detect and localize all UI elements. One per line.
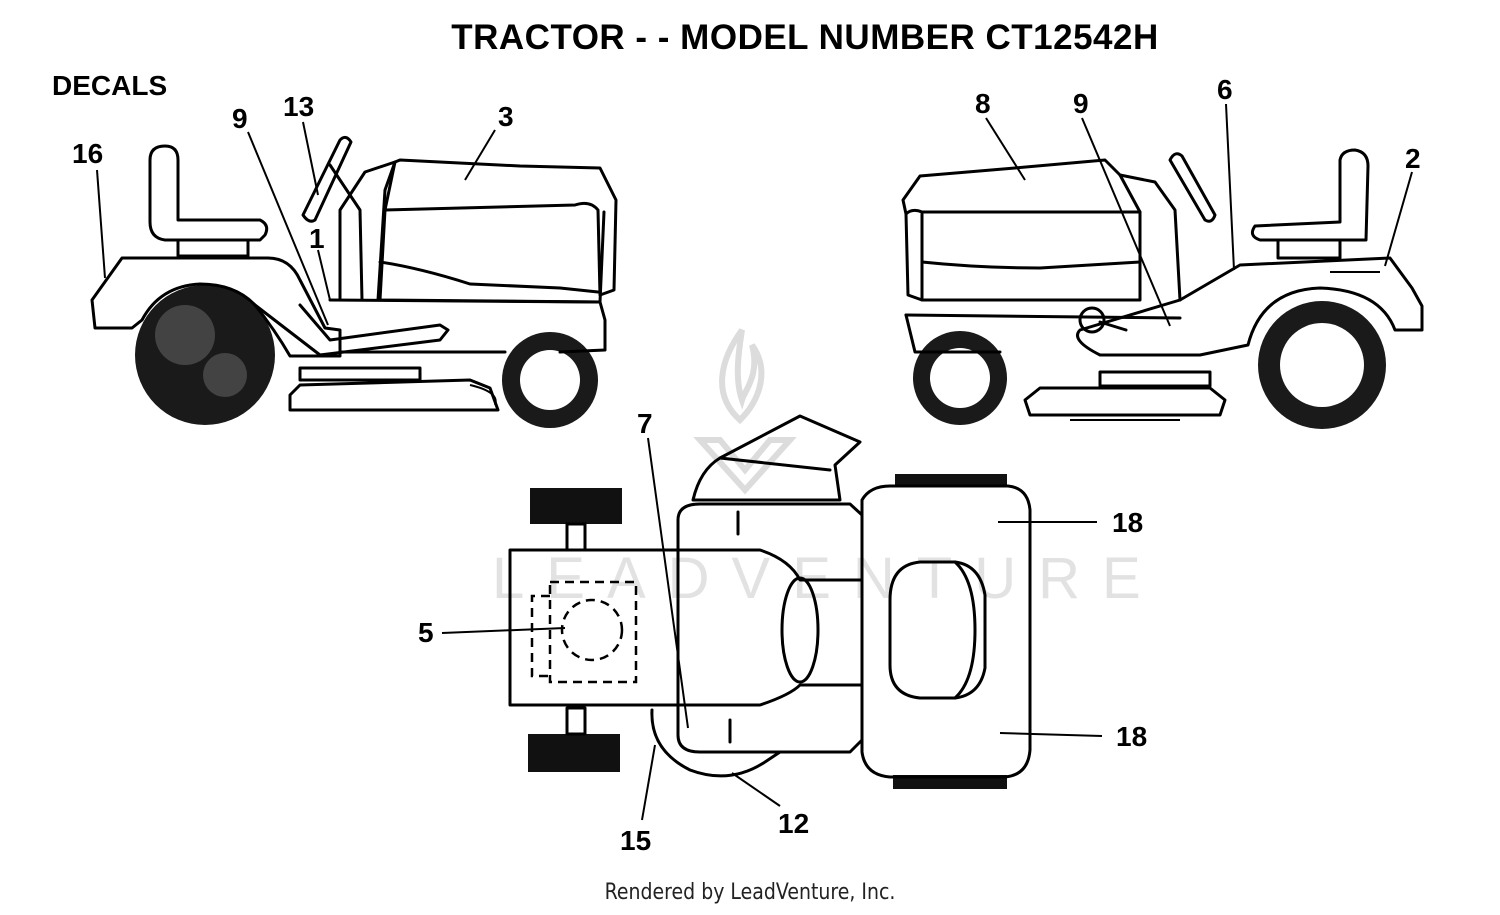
front-tire-bottom: [528, 734, 620, 772]
discharge-chute: [691, 414, 862, 502]
section-label: DECALS: [52, 70, 168, 101]
tractor-right-side-view: [901, 148, 1424, 429]
callout-9-right: 9: [1073, 88, 1089, 119]
hood-right: [901, 158, 1142, 216]
front-tire-top: [530, 488, 622, 524]
callout-9-left: 9: [232, 103, 248, 134]
callout-numbers: 16 9 13 3 1 8 9 6 2 7 18 18 5 15 12: [72, 74, 1421, 856]
hood: [383, 158, 618, 297]
mower-deck-right: [1023, 386, 1227, 417]
decal-area-5: [548, 580, 638, 684]
callout-15: 15: [620, 825, 651, 856]
callout-13: 13: [283, 91, 314, 122]
tractor-left-side-view: [90, 135, 618, 428]
callout-2: 2: [1405, 143, 1421, 174]
callout-18-top: 18: [1112, 507, 1143, 538]
callout-6: 6: [1217, 74, 1233, 105]
callout-8: 8: [975, 88, 991, 119]
footer-credit: Rendered by LeadVenture, Inc.: [604, 880, 896, 905]
steering-wheel-right: [1168, 152, 1217, 223]
seat-top: [888, 560, 987, 700]
rear-wheel: [135, 285, 275, 425]
callout-18-bottom: 18: [1116, 721, 1147, 752]
steering-wheel: [301, 135, 353, 223]
seat: [148, 144, 269, 242]
page-title: TRACTOR - - MODEL NUMBER CT12542H: [451, 18, 1159, 57]
callout-1: 1: [309, 223, 325, 254]
callout-5: 5: [418, 617, 434, 648]
callout-16: 16: [72, 138, 103, 169]
rear-fender-right: [1076, 256, 1424, 357]
callout-12: 12: [778, 808, 809, 839]
tractor-top-view: [508, 414, 1032, 789]
callout-3: 3: [498, 101, 514, 132]
rear-fender-top: [860, 484, 1032, 779]
mower-deck: [288, 378, 500, 412]
rear-tire-top: [895, 474, 1007, 486]
callout-7: 7: [637, 408, 653, 439]
mid-body-top: [676, 502, 864, 754]
seat-right: [1250, 148, 1370, 242]
leader-lines: [96, 103, 1413, 821]
